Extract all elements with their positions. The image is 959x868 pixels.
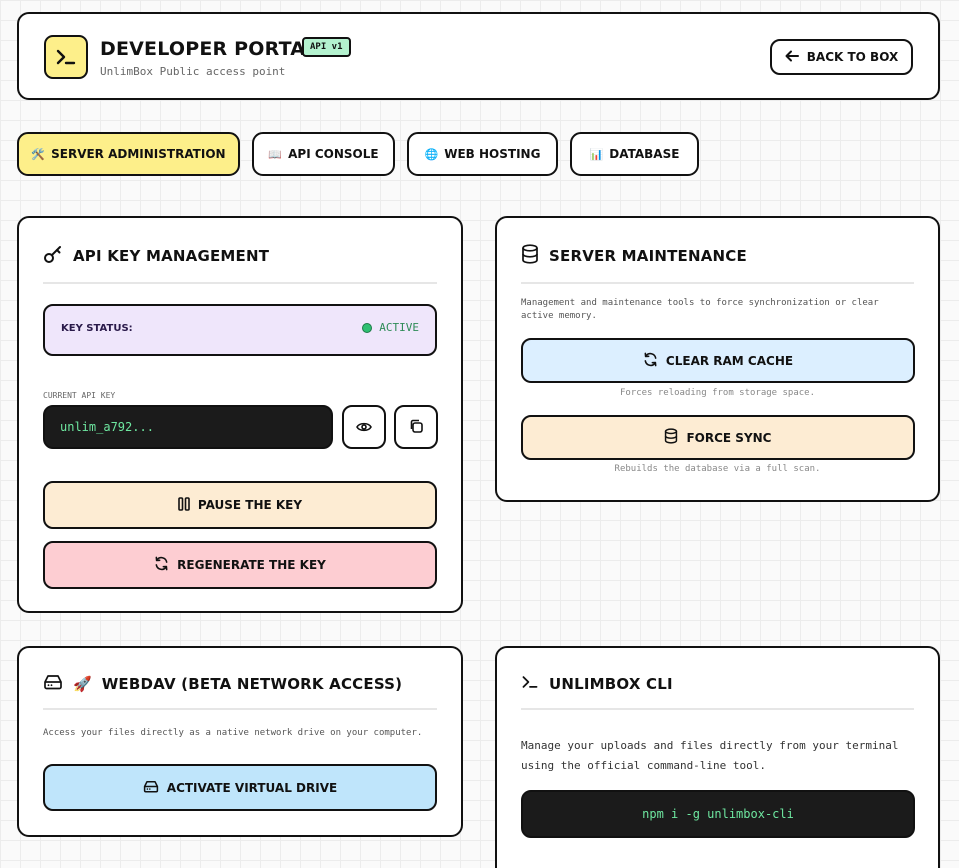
book-icon: 📖 bbox=[268, 147, 283, 161]
card-header: UNLIMBOX CLI bbox=[521, 674, 914, 710]
api-key-field[interactable]: unlim_a792... bbox=[43, 405, 333, 449]
api-version-badge: API v1 bbox=[302, 37, 351, 57]
key-status-label: KEY STATUS: bbox=[61, 323, 133, 334]
activate-virtual-drive-button[interactable]: ACTIVATE VIRTUAL DRIVE bbox=[43, 764, 437, 811]
card-header: 🚀 WEBDAV (BETA NETWORK ACCESS) bbox=[43, 674, 437, 710]
card-title: SERVER MAINTENANCE bbox=[549, 247, 747, 265]
tools-icon: 🛠️ bbox=[31, 147, 46, 161]
reveal-key-button[interactable] bbox=[342, 405, 386, 449]
database-icon bbox=[521, 244, 539, 268]
clear-ram-cache-button[interactable]: CLEAR RAM CACHE bbox=[521, 338, 915, 383]
clear-cache-label: CLEAR RAM CACHE bbox=[665, 353, 794, 368]
portal-header: DEVELOPER PORTAL API v1 UnlimBox Public … bbox=[17, 12, 940, 100]
current-key-label: CURRENT API KEY bbox=[43, 391, 116, 400]
copy-key-button[interactable] bbox=[394, 405, 438, 449]
back-button-label: BACK TO BOX bbox=[806, 50, 899, 64]
pause-icon bbox=[178, 496, 190, 514]
tab-web-hosting[interactable]: 🌐 WEB HOSTING bbox=[407, 132, 558, 176]
hard-drive-icon bbox=[143, 780, 159, 796]
server-maintenance-card: SERVER MAINTENANCE Management and mainte… bbox=[495, 216, 940, 502]
regenerate-key-button[interactable]: REGENERATE THE KEY bbox=[43, 541, 437, 589]
terminal-icon bbox=[521, 674, 539, 694]
refresh-icon bbox=[154, 556, 169, 574]
card-title: API KEY MANAGEMENT bbox=[73, 247, 270, 265]
hard-drive-icon bbox=[43, 674, 63, 694]
chart-icon: 📊 bbox=[589, 147, 604, 161]
clear-cache-caption: Forces reloading from storage space. bbox=[619, 388, 816, 398]
activate-drive-label: ACTIVATE VIRTUAL DRIVE bbox=[166, 780, 338, 795]
maintenance-description: Management and maintenance tools to forc… bbox=[521, 298, 879, 322]
unlimbox-cli-card: UNLIMBOX CLI Manage your uploads and fil… bbox=[495, 646, 940, 868]
webdav-card: 🚀 WEBDAV (BETA NETWORK ACCESS) Access yo… bbox=[17, 646, 463, 837]
page-title: DEVELOPER PORTAL bbox=[100, 38, 318, 60]
tab-database[interactable]: 📊 DATABASE bbox=[570, 132, 699, 176]
api-key-management-card: API KEY MANAGEMENT KEY STATUS: ACTIVE CU… bbox=[17, 216, 463, 613]
refresh-icon bbox=[643, 352, 658, 370]
status-badge: ACTIVE bbox=[362, 321, 419, 334]
tab-label: API CONSOLE bbox=[288, 147, 379, 161]
status-dot-icon bbox=[362, 322, 373, 333]
status-value: ACTIVE bbox=[379, 321, 419, 334]
force-sync-button[interactable]: FORCE SYNC bbox=[521, 415, 915, 460]
terminal-logo-icon bbox=[44, 35, 88, 79]
tab-label: SERVER ADMINISTRATION bbox=[51, 147, 226, 161]
card-title: UNLIMBOX CLI bbox=[549, 675, 673, 693]
page-subtitle: UnlimBox Public access point bbox=[100, 65, 286, 78]
tab-server-administration[interactable]: 🛠️ SERVER ADMINISTRATION bbox=[17, 132, 240, 176]
tab-api-console[interactable]: 📖 API CONSOLE bbox=[252, 132, 395, 176]
rocket-icon: 🚀 bbox=[73, 675, 92, 693]
globe-icon: 🌐 bbox=[424, 147, 439, 161]
cli-description: Manage your uploads and files directly f… bbox=[521, 739, 899, 772]
database-icon bbox=[664, 428, 678, 447]
pause-label: PAUSE THE KEY bbox=[197, 498, 303, 512]
key-status-panel: KEY STATUS: ACTIVE bbox=[43, 304, 437, 356]
cli-install-command[interactable]: npm i -g unlimbox-cli bbox=[521, 790, 915, 838]
force-sync-label: FORCE SYNC bbox=[686, 430, 772, 445]
card-title: WEBDAV (BETA NETWORK ACCESS) bbox=[101, 675, 403, 693]
back-to-box-button[interactable]: BACK TO BOX bbox=[770, 39, 913, 75]
force-sync-caption: Rebuilds the database via a full scan. bbox=[614, 464, 821, 474]
tab-label: WEB HOSTING bbox=[444, 147, 541, 161]
tab-label: DATABASE bbox=[609, 147, 680, 161]
card-header: SERVER MAINTENANCE bbox=[521, 244, 914, 284]
eye-icon bbox=[356, 418, 372, 437]
webdav-description: Access your files directly as a native n… bbox=[43, 728, 423, 738]
arrow-left-icon bbox=[785, 50, 799, 65]
card-header: API KEY MANAGEMENT bbox=[43, 244, 437, 284]
regenerate-label: REGENERATE THE KEY bbox=[177, 558, 326, 572]
pause-key-button[interactable]: PAUSE THE KEY bbox=[43, 481, 437, 529]
key-icon bbox=[43, 244, 63, 268]
copy-icon bbox=[409, 418, 423, 437]
